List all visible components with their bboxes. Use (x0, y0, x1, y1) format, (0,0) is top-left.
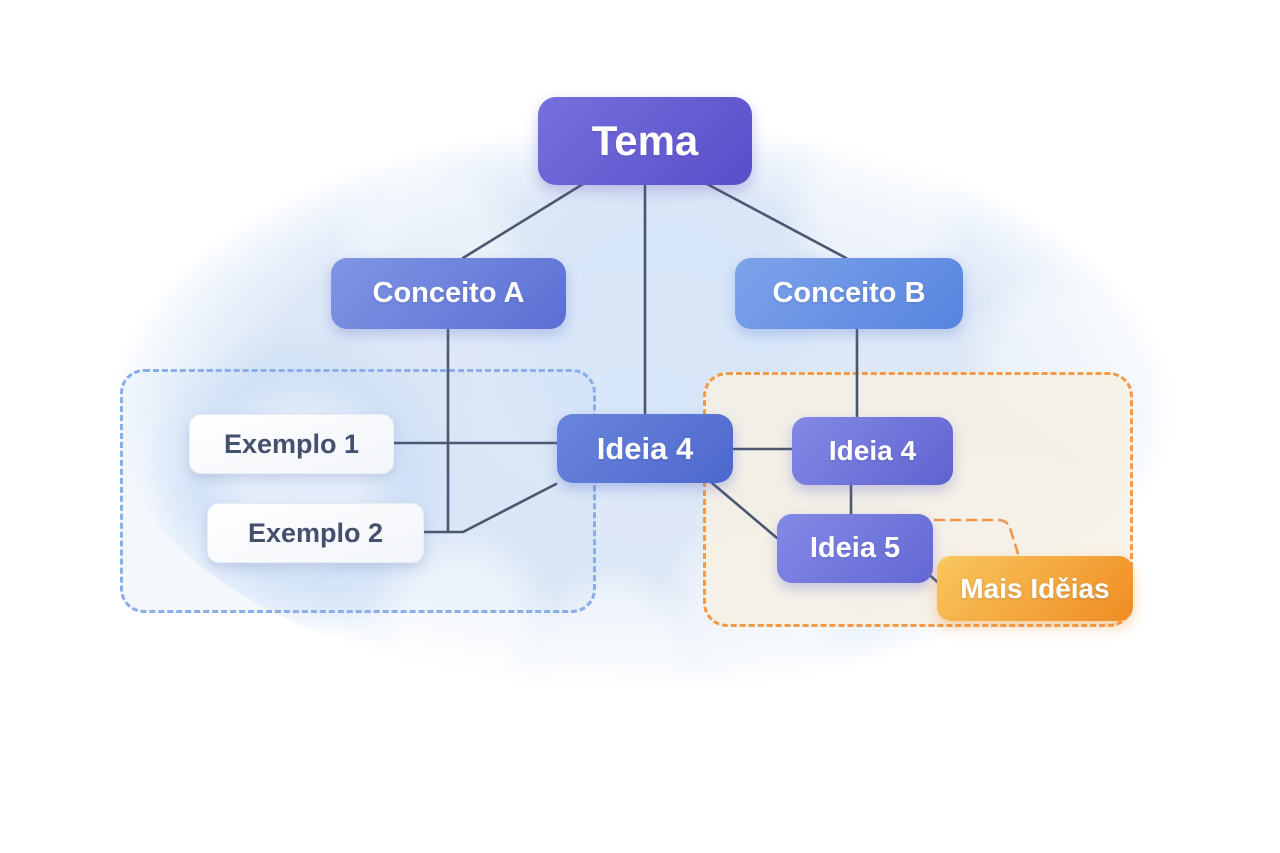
edge-tema-conceito-b (705, 182, 848, 260)
node-exemplo-1-label: Exemplo 1 (223, 428, 360, 459)
node-tema-label: Tema (591, 117, 699, 164)
examples-dashed-group (120, 369, 596, 613)
edge-tema-conceito-a (461, 182, 585, 260)
node-conceito-b-label: Conceito B (772, 277, 926, 309)
node-ideia-5: Ideia 5 (777, 514, 933, 583)
node-exemplo-2: Exemplo 2 (207, 503, 424, 563)
node-conceito-a-label: Conceito A (372, 277, 525, 309)
node-ideia-4-center-label: Ideia 4 (596, 430, 694, 466)
mais-ideias-dashed-outline (933, 518, 1022, 562)
node-conceito-a: Conceito A (331, 258, 566, 329)
edge-exemplo2-ideia4 (420, 482, 558, 534)
node-exemplo-1: Exemplo 1 (189, 414, 394, 474)
edge-ideia4-center-ideia5 (710, 481, 779, 540)
node-ideia-5-label: Ideia 5 (809, 532, 901, 564)
node-mais-ideias: Mais Iděias (937, 556, 1133, 621)
node-ideia-4-right-label: Ideia 4 (828, 435, 917, 466)
node-exemplo-2-label: Exemplo 2 (247, 517, 384, 548)
node-mais-ideias-label: Mais Iděias (960, 572, 1110, 604)
node-ideia-4-center: Ideia 4 (557, 414, 733, 483)
node-conceito-b: Conceito B (735, 258, 963, 329)
node-ideia-4-right: Ideia 4 (792, 417, 953, 485)
node-tema: Tema (538, 97, 752, 185)
